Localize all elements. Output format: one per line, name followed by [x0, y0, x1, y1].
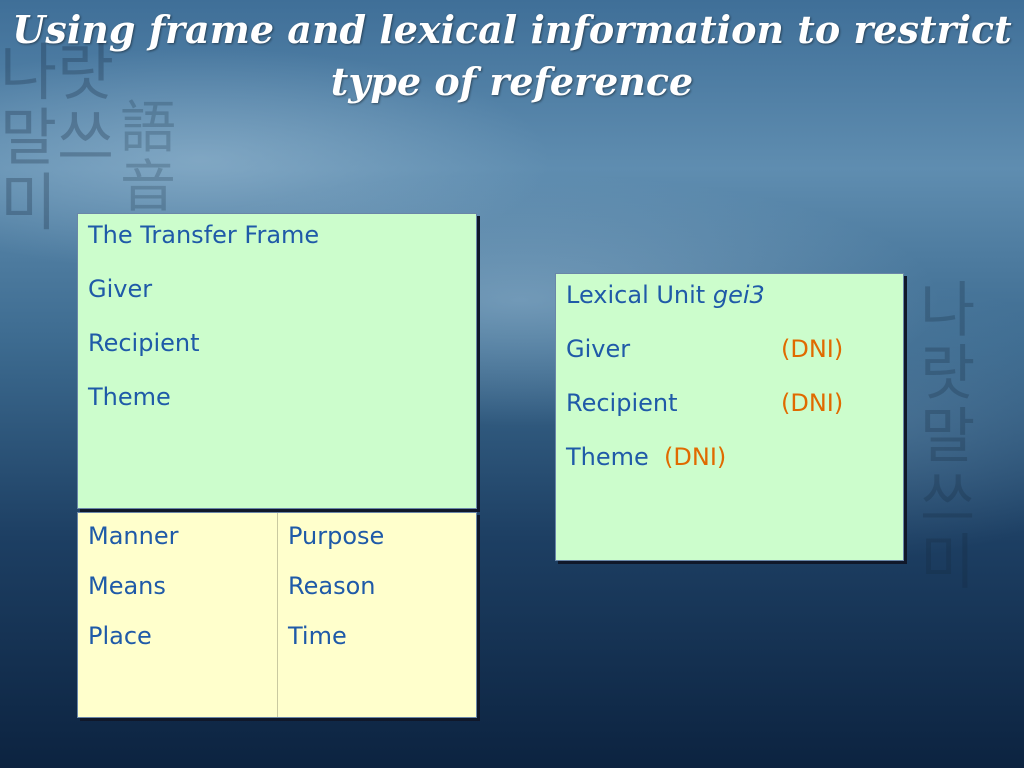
frame-element-giver: Giver	[88, 275, 153, 303]
background-calligraphy-center: 語音	[120, 96, 176, 220]
fe-reason: Reason	[288, 572, 376, 600]
frame-title: The Transfer Frame	[88, 221, 320, 249]
non-core-column-right: Purpose Reason Time	[277, 513, 476, 717]
lu-value-recipient: (DNI)	[781, 389, 844, 417]
lexical-unit-box: Lexical Unit gei3 Giver (DNI) Recipient …	[555, 273, 904, 561]
lu-row-recipient: Recipient (DNI)	[566, 390, 893, 417]
lexical-unit-word: gei3	[712, 281, 765, 309]
lu-element-recipient: Recipient	[566, 389, 678, 417]
non-core-column-left: Manner Means Place	[78, 513, 277, 717]
lu-value-theme: (DNI)	[664, 443, 727, 471]
fe-place: Place	[88, 622, 152, 650]
frame-element-theme: Theme	[88, 383, 171, 411]
transfer-frame-box: The Transfer Frame Giver Recipient Theme	[77, 213, 477, 509]
frame-element-recipient: Recipient	[88, 329, 200, 357]
fe-time: Time	[288, 622, 347, 650]
non-core-elements-box: Manner Means Place Purpose Reason Time	[77, 512, 477, 718]
lexical-unit-label: Lexical Unit	[566, 281, 706, 309]
lu-row-giver: Giver (DNI)	[566, 336, 893, 363]
slide-title: Using frame and lexical information to r…	[12, 7, 1012, 104]
background-calligraphy-right: 나랏말쓰미	[920, 276, 976, 598]
lu-row-theme: Theme (DNI)	[566, 444, 893, 471]
fe-manner: Manner	[88, 522, 179, 550]
fe-purpose: Purpose	[288, 522, 385, 550]
lexical-unit-heading: Lexical Unit gei3	[566, 282, 893, 309]
lu-value-giver: (DNI)	[781, 335, 844, 363]
lu-element-theme: Theme	[566, 443, 649, 471]
lu-element-giver: Giver	[566, 335, 631, 363]
fe-means: Means	[88, 572, 166, 600]
